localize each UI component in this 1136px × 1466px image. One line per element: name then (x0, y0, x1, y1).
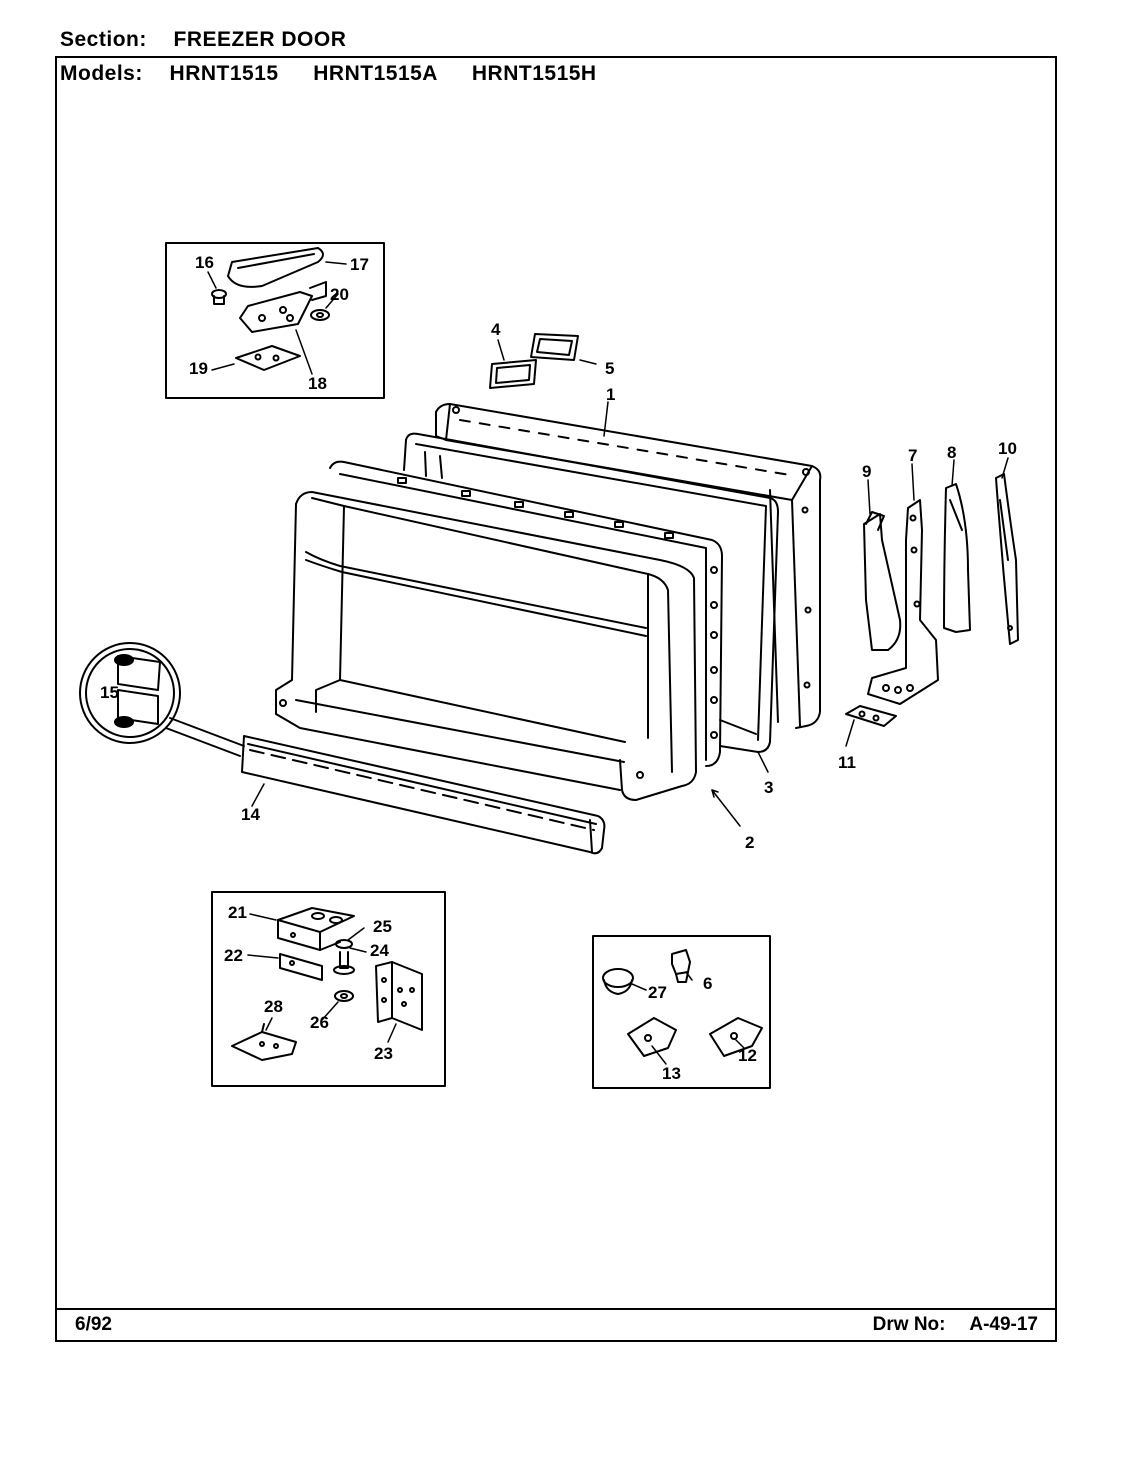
cap-part-27 (602, 968, 634, 995)
diagram-frame (55, 56, 1057, 1342)
callout-11: 11 (838, 753, 856, 772)
outer-door-panel (435, 403, 822, 729)
pin-part-24 (333, 939, 355, 975)
hinge-cover-part (227, 247, 324, 288)
callout-6: 6 (703, 974, 712, 993)
footer-drawing-number: Drw No: A-49-17 (873, 1314, 1038, 1336)
breaker-strip-frame (329, 460, 723, 767)
model-1: HRNT1515 (169, 62, 279, 85)
models-label: Models: (60, 62, 143, 85)
drawing-label: Drw No: (872, 1314, 946, 1335)
callout-26: 26 (310, 1013, 329, 1032)
models-line: Models: HRNT1515 HRNT1515A HRNT1515H (60, 62, 597, 86)
callout-12: 12 (738, 1046, 757, 1065)
trim-strip-part-10 (995, 473, 1019, 645)
callout-1: 1 (606, 385, 615, 404)
leader-lines (207, 261, 1009, 1065)
bottom-hinge-part-21 (277, 907, 355, 951)
callout-8: 8 (947, 443, 956, 462)
hinge-plate-part (239, 281, 327, 333)
door-gasket-frame (403, 432, 779, 753)
footer-divider (55, 1308, 1057, 1310)
spacer-part-11 (845, 705, 897, 727)
clip-part-13 (627, 1017, 677, 1057)
callout-27: 27 (648, 983, 667, 1002)
callout-21: 21 (228, 903, 247, 922)
plate-part-23 (375, 961, 423, 1031)
callout-25: 25 (373, 917, 392, 936)
callout-22: 22 (224, 946, 243, 965)
callout-14: 14 (241, 805, 260, 824)
callout-13: 13 (662, 1064, 681, 1083)
callout-24: 24 (370, 941, 389, 960)
callout-2: 2 (745, 833, 754, 852)
callout-19: 19 (189, 359, 208, 378)
washer-part-26 (334, 990, 354, 1002)
model-2: HRNT1515A (313, 62, 438, 85)
callout-5: 5 (605, 359, 614, 378)
callout-16: 16 (195, 253, 214, 272)
footer-date: 6/92 (75, 1314, 112, 1335)
model-3: HRNT1515H (471, 62, 597, 85)
hinge-inset-box (165, 242, 385, 399)
drawing-number: A-49-17 (969, 1314, 1038, 1335)
door-shelf-bar (241, 735, 606, 855)
callout-23: 23 (374, 1044, 393, 1063)
section-title: Section: FREEZER DOOR (60, 28, 346, 52)
section-label: Section: (60, 28, 147, 51)
callout-3: 3 (764, 778, 773, 797)
section-value: FREEZER DOOR (173, 28, 347, 51)
callout-28: 28 (264, 997, 283, 1016)
inner-door-liner (275, 491, 697, 801)
hinge-bracket-part-7 (867, 499, 939, 705)
small-parts-inset-box (592, 935, 771, 1089)
callout-10: 10 (998, 439, 1017, 458)
callout-20: 20 (330, 285, 349, 304)
callout-4: 4 (491, 320, 501, 339)
hinge-shim-part (235, 345, 301, 371)
cover-strip-part-8 (943, 483, 971, 633)
callout-18: 18 (308, 374, 327, 393)
callout-17: 17 (350, 255, 369, 274)
detail-magnifier-15 (79, 642, 245, 757)
gasket-block-5 (530, 333, 579, 361)
hinge-washer-part (310, 309, 330, 321)
hinge-screw-part (211, 289, 227, 305)
spacer-part-22 (279, 953, 323, 981)
callout-7: 7 (908, 446, 917, 465)
push-nut-part-6 (671, 949, 691, 983)
strap-part-9 (863, 511, 902, 651)
callout-9: 9 (862, 462, 871, 481)
clip-part-12 (709, 1017, 763, 1057)
bottom-hinge-inset-box (211, 891, 446, 1087)
bracket-part-28 (231, 1023, 297, 1061)
gasket-block-4 (489, 359, 537, 389)
callout-15: 15 (100, 683, 119, 702)
